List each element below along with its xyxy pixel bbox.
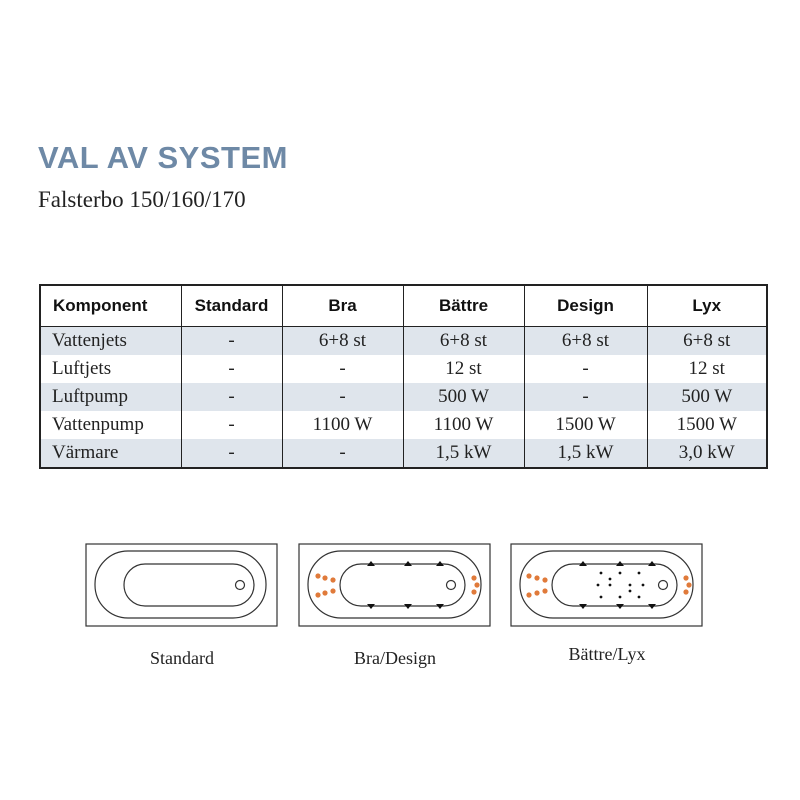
tub-basin bbox=[123, 563, 255, 607]
table-cell: 1,5 kW bbox=[523, 439, 648, 468]
system-comparison-table: Komponent Standard Bra Bättre Design Lyx… bbox=[39, 284, 768, 469]
water-jets-left bbox=[526, 573, 548, 598]
table-cell: 1500 W bbox=[523, 411, 648, 439]
caption-battre-lyx: Bättre/Lyx bbox=[568, 644, 646, 664]
tub-basin bbox=[551, 563, 678, 607]
air-jets bbox=[596, 571, 645, 599]
table-cell: - bbox=[180, 439, 283, 468]
page-subtitle: Falsterbo 150/160/170 bbox=[38, 187, 246, 212]
drain-icon bbox=[445, 579, 457, 591]
table-cell: 1100 W bbox=[402, 411, 525, 439]
table-cell: 1500 W bbox=[646, 411, 768, 439]
row-label: Värmare bbox=[39, 439, 182, 468]
table-cell: - bbox=[281, 383, 404, 411]
water-jets-left bbox=[315, 573, 336, 598]
table-cell: 3,0 kW bbox=[646, 439, 768, 468]
table-cell: - bbox=[523, 355, 648, 383]
table-cell: - bbox=[180, 383, 283, 411]
header-lyx: Lyx bbox=[646, 284, 768, 327]
table-row: Luftpump - - 500 W - 500 W bbox=[39, 383, 768, 411]
caption-standard: Standard bbox=[150, 648, 214, 668]
header-standard: Standard bbox=[180, 284, 283, 327]
table-row: Vattenjets - 6+8 st 6+8 st 6+8 st 6+8 st bbox=[39, 326, 768, 355]
tub-battre-lyx-diagram bbox=[510, 543, 703, 627]
table-cell: - bbox=[523, 383, 648, 411]
table-cell: - bbox=[281, 355, 404, 383]
table-cell: 12 st bbox=[402, 355, 525, 383]
table-cell: 500 W bbox=[402, 383, 525, 411]
row-label: Vattenjets bbox=[39, 326, 182, 355]
page-title: VAL AV SYSTEM bbox=[38, 140, 288, 175]
water-jets-side bbox=[579, 561, 656, 609]
table-row: Luftjets - - 12 st - 12 st bbox=[39, 355, 768, 383]
drain-icon bbox=[657, 579, 669, 591]
water-jets-right bbox=[471, 575, 480, 595]
header-bra: Bra bbox=[281, 284, 404, 327]
table-cell: - bbox=[180, 355, 283, 383]
table-cell: - bbox=[281, 439, 404, 468]
table-cell: 12 st bbox=[646, 355, 768, 383]
table-cell: 1,5 kW bbox=[402, 439, 525, 468]
table-header-row: Komponent Standard Bra Bättre Design Lyx bbox=[39, 284, 768, 327]
row-label: Luftpump bbox=[39, 383, 182, 411]
table-cell: 6+8 st bbox=[402, 326, 525, 355]
table-cell: 6+8 st bbox=[281, 326, 404, 355]
table-row: Vattenpump - 1100 W 1100 W 1500 W 1500 W bbox=[39, 411, 768, 439]
water-jets-side bbox=[367, 561, 444, 609]
tub-bra-design-diagram bbox=[298, 543, 491, 627]
table-cell: - bbox=[180, 326, 283, 355]
table-cell: 6+8 st bbox=[646, 326, 768, 355]
row-label: Vattenpump bbox=[39, 411, 182, 439]
row-label: Luftjets bbox=[39, 355, 182, 383]
table-cell: 6+8 st bbox=[523, 326, 648, 355]
tub-standard-diagram bbox=[85, 543, 278, 627]
caption-bra-design: Bra/Design bbox=[354, 648, 436, 668]
tub-basin bbox=[339, 563, 466, 607]
drain-icon bbox=[234, 579, 246, 591]
table-cell: 500 W bbox=[646, 383, 768, 411]
water-jets-right bbox=[683, 575, 692, 595]
table-row: Värmare - - 1,5 kW 1,5 kW 3,0 kW bbox=[39, 439, 768, 468]
header-komponent: Komponent bbox=[39, 284, 182, 327]
